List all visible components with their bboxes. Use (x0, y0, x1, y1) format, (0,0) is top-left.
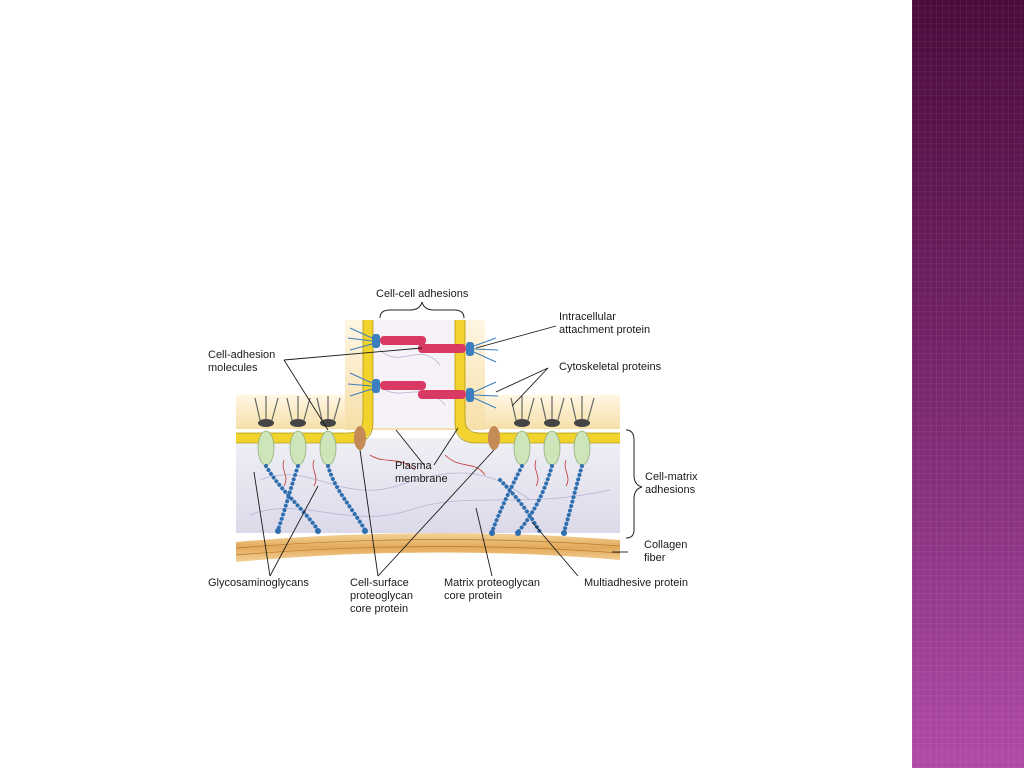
decorative-side-band (912, 0, 1024, 768)
label-cell-cell-adhesions: Cell-cell adhesions (376, 288, 469, 300)
label-cell-matrix-line2: adhesions (645, 484, 696, 496)
collagen-fiber (236, 532, 620, 562)
glycosaminoglycans (264, 464, 584, 534)
matrix-red-fibrils (282, 454, 569, 487)
label-cytoskeletal-proteins: Cytoskeletal proteins (559, 361, 662, 373)
cell-matrix-brace (625, 429, 643, 539)
cell-matrix-receptors (254, 396, 595, 466)
label-cell-surface-line2: proteoglycan (350, 590, 413, 602)
cell-adhesion-diagram: Cell-cell adhesions Intracellular attach… (200, 280, 720, 620)
cell-adhesion-molecules (380, 336, 466, 399)
cytoskeletal-proteins (347, 327, 499, 409)
cell-surface-proteoglycan-cores (354, 426, 500, 450)
label-matrix-proteoglycan-line2: core protein (444, 590, 503, 602)
label-cell-adhesion-line1: Cell-adhesion (208, 349, 276, 361)
label-cell-matrix-line1: Cell-matrix (645, 471, 698, 483)
cell-cell-brace (379, 301, 465, 319)
label-plasma-line1: Plasma (395, 460, 432, 472)
label-collagen-line1: Collagen (644, 539, 688, 551)
label-multiadhesive-protein: Multiadhesive protein (584, 577, 688, 589)
label-cell-adhesion-line2: molecules (208, 362, 258, 374)
label-intracellular-line2: attachment protein (559, 324, 651, 336)
intracellular-attachment-proteins (372, 334, 474, 402)
label-glycosaminoglycans: Glycosaminoglycans (208, 577, 309, 589)
leader-lines (253, 325, 628, 577)
label-cell-surface-line1: Cell-surface (350, 577, 409, 589)
label-collagen-line2: fiber (644, 552, 666, 564)
label-plasma-line2: membrane (395, 473, 448, 485)
diagram-artwork (235, 301, 643, 577)
label-intracellular-line1: Intracellular (559, 311, 616, 323)
label-matrix-proteoglycan-line1: Matrix proteoglycan (444, 577, 540, 589)
label-cell-surface-line3: core protein (350, 603, 409, 615)
